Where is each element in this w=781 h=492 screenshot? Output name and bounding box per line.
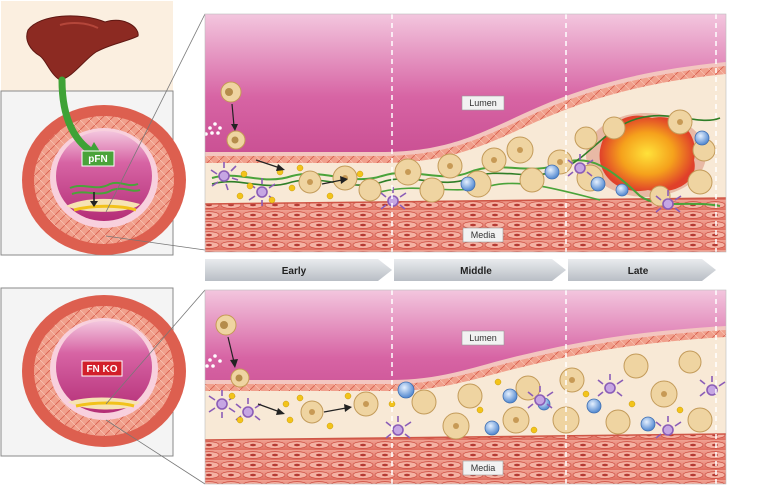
stage-late-label: Late (628, 266, 649, 277)
monocyte-cell (205, 81, 246, 150)
top-panel: Lumen Media (204, 13, 727, 253)
bottom-panel: Lumen Media (204, 289, 727, 485)
stage-middle (394, 259, 566, 281)
fn-ko-tag-label: FN KO (86, 364, 117, 375)
top-lumen-label-box (461, 95, 505, 111)
lipid-droplets (236, 164, 364, 204)
bottom-media-label: Media (471, 463, 496, 473)
pfn-tag (81, 150, 115, 167)
bottom-media (205, 434, 726, 484)
stage-middle-label: Middle (460, 266, 492, 277)
top-stage-dividers (391, 14, 717, 252)
stage-early (205, 259, 392, 281)
bottom-lumen-label-box (461, 330, 505, 346)
bottom-zoom-lines (105, 289, 206, 485)
bottom-inset: FN KO (0, 287, 186, 457)
bottom-lipid-droplets (228, 378, 684, 434)
top-media (205, 198, 726, 252)
bottom-lumen-label: Lumen (469, 333, 497, 343)
top-lumen-label: Lumen (469, 98, 497, 108)
stage-arrow-bar: Early Middle Late (205, 259, 716, 281)
dendritic-cells (210, 154, 682, 213)
stage-late (568, 259, 716, 281)
bottom-progression-arrows (257, 403, 352, 415)
top-media-label-box (462, 227, 504, 243)
bottom-media-label-box (462, 460, 504, 476)
top-vessel-lumen (56, 131, 152, 221)
liver-icon (26, 15, 139, 81)
bottom-dendritic-cells (208, 374, 726, 439)
top-inset: pFN (0, 1, 186, 256)
top-media-label: Media (471, 230, 496, 240)
stage-early-label: Early (282, 266, 307, 277)
progression-arrows (255, 159, 348, 185)
pfn-tag-label: pFN (88, 154, 107, 165)
fn-ko-tag (81, 360, 123, 377)
green-arrow-icon (58, 76, 96, 156)
t-cells (460, 130, 710, 197)
fibronectin-fibers (211, 159, 721, 207)
bottom-monocyte-cell (205, 314, 250, 388)
bottom-foam-cells (300, 350, 713, 440)
top-zoom-lines (105, 13, 206, 251)
